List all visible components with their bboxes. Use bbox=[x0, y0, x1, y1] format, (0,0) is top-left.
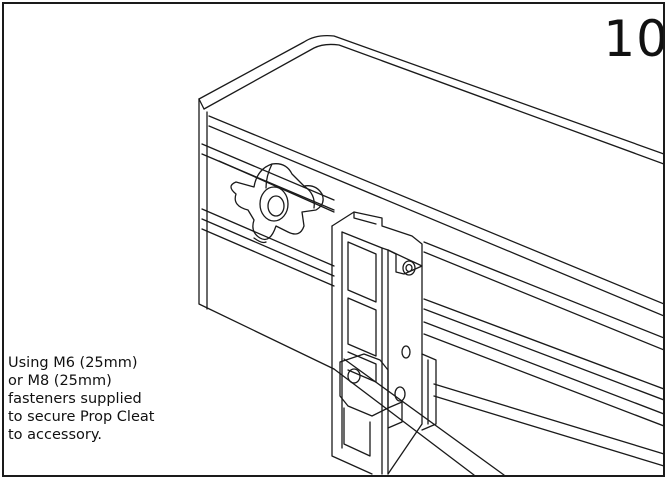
prop-cleat bbox=[331, 211, 437, 475]
caption-line: or M8 (25mm) bbox=[8, 373, 112, 389]
assembly-illustration bbox=[198, 34, 663, 475]
caption-line: to secure Prop Cleat bbox=[8, 409, 155, 425]
extrusion-rail bbox=[198, 34, 663, 475]
caption-line: to accessory. bbox=[8, 427, 102, 443]
caption-line: Using M6 (25mm) bbox=[8, 355, 138, 371]
step-number: 10 bbox=[603, 10, 665, 68]
caption-line: fasteners supplied bbox=[8, 391, 142, 407]
star-knob bbox=[230, 163, 324, 244]
instruction-caption: Using M6 (25mm) or M8 (25mm) fasteners s… bbox=[8, 354, 208, 444]
